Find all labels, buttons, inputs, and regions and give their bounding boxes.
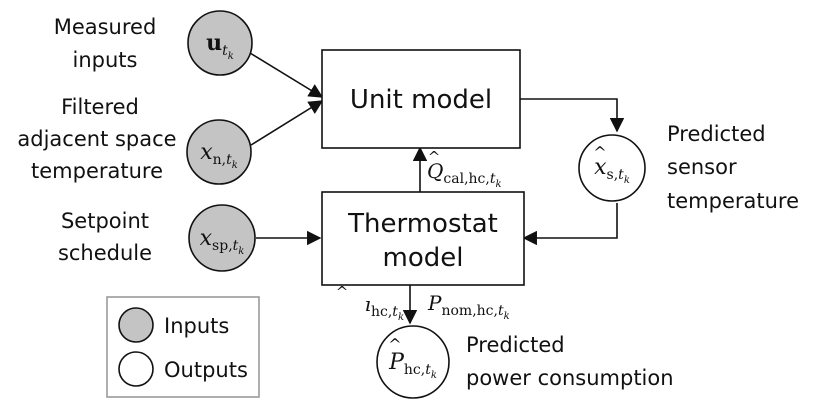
input-node-u: utk — [187, 10, 253, 76]
svg-text:utk: utk — [206, 30, 234, 62]
signal-label-pnom: Pnom,hc,tk — [427, 291, 510, 322]
arrow-u-to-unit-model — [249, 52, 324, 98]
svg-text:xn,tk: xn,tk — [200, 140, 238, 171]
signal-label-qcal: Qcal,hc,tk ^ — [427, 148, 502, 190]
legend: Inputs Outputs — [106, 296, 260, 398]
arrow-unit-model-to-xs — [520, 98, 625, 133]
label-predicted-power-consumption: Predicted power consumption — [466, 333, 674, 390]
hat-phc: ^ — [388, 335, 401, 354]
output-node-xs: xs,tk ^ — [578, 134, 646, 202]
thermostat-model-label-line2: model — [383, 243, 464, 273]
signal-label-ihc: ıhc,tk ^ — [336, 283, 404, 323]
unit-model-label: Unit model — [350, 85, 492, 115]
hat-qcal: ^ — [428, 148, 441, 166]
unit-model-block: Unit model — [321, 49, 521, 149]
svg-text:schedule: schedule — [58, 241, 152, 265]
thermostat-model-label-line1: Thermostat — [347, 209, 498, 239]
legend-output-swatch — [118, 351, 154, 387]
svg-text:Phc,tk: Phc,tk — [388, 350, 437, 381]
label-predicted-sensor-temperature: Predicted sensor temperature — [667, 122, 799, 213]
hat-xs: ^ — [593, 143, 606, 162]
legend-inputs-label: Inputs — [164, 314, 229, 338]
legend-input-swatch — [118, 307, 154, 343]
svg-text:temperature: temperature — [667, 189, 799, 213]
arrow-xs-to-thermostat — [522, 203, 618, 246]
svg-text:Pnom,hc,tk: Pnom,hc,tk — [427, 291, 510, 322]
label-filtered-adjacent-space-temperature: Filtered adjacent space temperature — [17, 95, 176, 183]
svg-text:adjacent space: adjacent space — [17, 127, 176, 151]
svg-text:sensor: sensor — [667, 155, 737, 179]
input-node-xsp: xsp,tk — [188, 204, 256, 272]
svg-text:temperature: temperature — [31, 159, 163, 183]
svg-text:Predicted: Predicted — [667, 122, 766, 146]
label-setpoint-schedule: Setpoint schedule — [58, 209, 152, 265]
legend-outputs-label: Outputs — [164, 358, 248, 382]
svg-text:Filtered: Filtered — [61, 95, 139, 119]
svg-text:Setpoint: Setpoint — [61, 209, 149, 233]
hat-ihc: ^ — [336, 283, 349, 301]
label-measured-inputs: Measured inputs — [54, 15, 157, 72]
svg-text:Measured: Measured — [54, 15, 157, 39]
svg-text:ıhc,tk: ıhc,tk — [365, 292, 404, 323]
svg-text:inputs: inputs — [73, 48, 138, 72]
output-node-phc: Phc,tk ^ — [376, 325, 450, 399]
svg-text:power consumption: power consumption — [466, 366, 674, 390]
svg-text:Predicted: Predicted — [466, 333, 565, 357]
arrow-xn-to-unit-model — [250, 100, 324, 146]
svg-text:Qcal,hc,tk: Qcal,hc,tk — [427, 159, 502, 190]
svg-text:xs,tk: xs,tk — [594, 155, 630, 186]
input-node-xn: xn,tk — [186, 119, 252, 185]
svg-text:xsp,tk: xsp,tk — [200, 226, 245, 257]
thermostat-model-block: Thermostat model — [321, 191, 525, 286]
